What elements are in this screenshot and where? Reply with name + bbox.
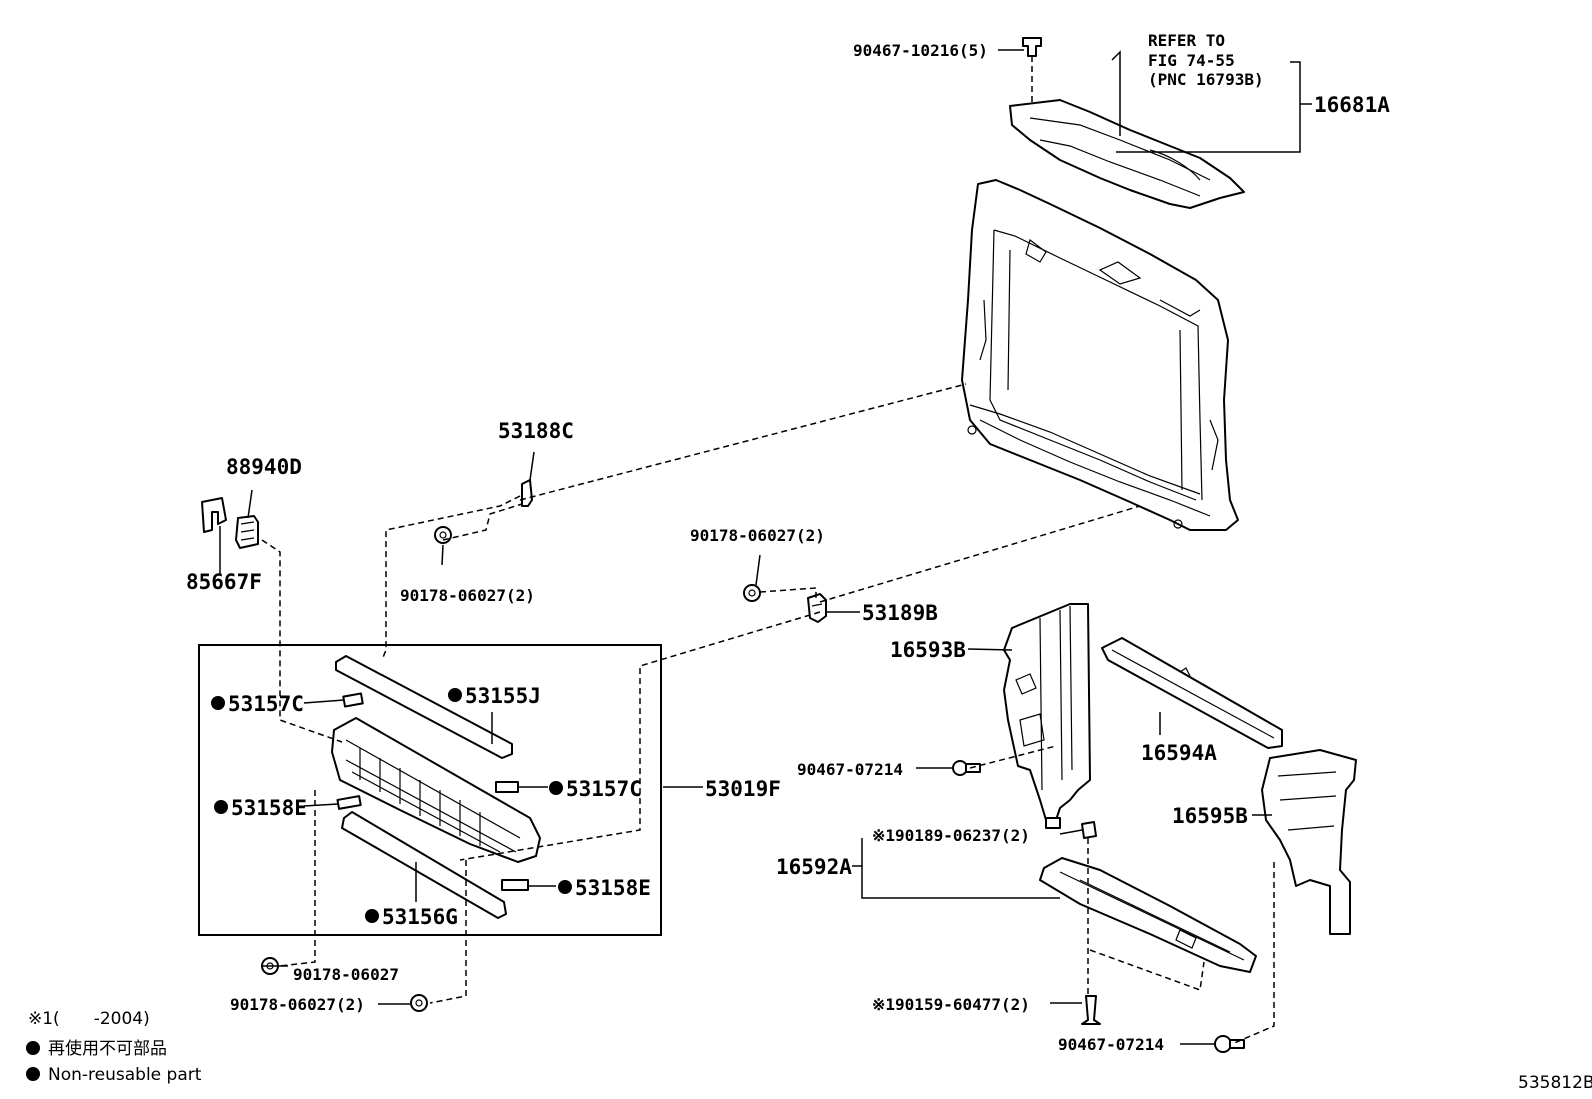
bracket-85667f-drawing [201, 497, 227, 533]
diagram-id: 535812B [1518, 1073, 1592, 1093]
screw-90467-07214-b-drawing [1214, 1035, 1245, 1053]
nut-90178-06027-mid-drawing [743, 584, 761, 602]
seal-53156g-drawing [341, 811, 507, 919]
part-labels: 90467-10216(5) REFER TO FIG 74-55 (PNC 1… [186, 31, 1390, 1054]
marker-53158e-a [214, 800, 228, 814]
clip-53158e-b-drawing [501, 879, 529, 891]
clip-190189-drawing [1081, 821, 1097, 839]
label-190159-60477: ※190159-60477(2) [872, 995, 1030, 1014]
label-fig: FIG 74-55 [1148, 51, 1235, 70]
label-90467-07214-b: 90467-07214 [1058, 1035, 1164, 1054]
legend-dot-en [26, 1067, 40, 1081]
label-pnc: (PNC 16793B) [1148, 70, 1264, 89]
marker-53158e-b [558, 880, 572, 894]
label-90178-06027-2-c: 90178-06027(2) [230, 995, 365, 1014]
label-16681a: 16681A [1314, 93, 1390, 117]
label-53155j: 53155J [465, 684, 541, 708]
clip-53158e-a-drawing [336, 795, 362, 810]
label-90178-06027-2-a: 90178-06027(2) [400, 586, 535, 605]
assembly-53019f-box [198, 644, 662, 936]
label-53189b: 53189B [862, 601, 938, 625]
legend-non-reusable-en: Non-reusable part [48, 1065, 202, 1085]
legend: ※1( -2004) 再使用不可部品 Non-reusable part [26, 1009, 202, 1085]
duct-16593b-drawing [1003, 603, 1091, 829]
label-90467-10216: 90467-10216(5) [853, 41, 988, 60]
label-53157c-a: 53157C [228, 692, 304, 716]
clip-53157c-b-drawing [495, 781, 519, 793]
marker-53156g [365, 909, 379, 923]
legend-non-reusable-jp: 再使用不可部品 [48, 1038, 167, 1059]
label-53157c-b: 53157C [566, 777, 642, 801]
baffle-16595b-drawing [1261, 749, 1357, 935]
seal-16681a-drawing [1009, 99, 1245, 209]
label-90467-07214-a: 90467-07214 [797, 760, 903, 779]
radiator-support-drawing [961, 179, 1239, 531]
legend-note-1: ※1( -2004) [28, 1009, 150, 1029]
leader-lines [219, 49, 1312, 1045]
label-16595b: 16595B [1172, 804, 1248, 828]
label-53188c: 53188C [498, 419, 574, 443]
legend-dot-jp [26, 1041, 40, 1055]
label-refer-to: REFER TO [1148, 31, 1225, 50]
label-190189-06237: ※190189-06237(2) [872, 826, 1030, 845]
label-16593b: 16593B [890, 638, 966, 662]
non-reusable-markers [211, 688, 572, 923]
clip-53157c-a-drawing [342, 692, 364, 708]
label-16594a: 16594A [1141, 741, 1217, 765]
marker-53155j [448, 688, 462, 702]
screw-90467-07214-a-drawing [952, 760, 981, 776]
assembly-lines [261, 56, 1275, 1045]
marker-53157c-b [549, 781, 563, 795]
baffle-16594a-drawing [1101, 637, 1283, 749]
label-90178-06027-2-b: 90178-06027(2) [690, 526, 825, 545]
sensor-88940d-drawing [235, 515, 259, 549]
label-53158e-b: 53158E [575, 876, 651, 900]
label-16592a: 16592A [776, 855, 852, 879]
label-53156g: 53156G [382, 905, 458, 929]
label-85667f: 85667F [186, 570, 262, 594]
seal-53155j-drawing [335, 655, 513, 759]
marker-53157c-a [211, 696, 225, 710]
nut-90178-06027-upper-drawing [434, 526, 452, 544]
label-90178-06027: 90178-06027 [293, 965, 399, 984]
label-88940d: 88940D [226, 455, 302, 479]
nut-90178-06027-low2-drawing [410, 994, 428, 1012]
bracket-53188c-drawing [521, 479, 533, 507]
label-53158e-a: 53158E [231, 796, 307, 820]
label-53019f: 53019F [705, 777, 781, 801]
clip-90467-10216-drawing [1022, 37, 1042, 57]
grille-drawing [331, 717, 541, 863]
baffle-16592a-drawing [1039, 857, 1257, 973]
bracket-53189b-drawing [807, 593, 827, 623]
screw-190159-drawing [1081, 995, 1101, 1025]
